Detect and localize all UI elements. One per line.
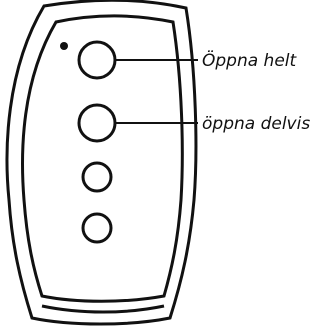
remote-outer-shell xyxy=(5,0,198,326)
button-3 xyxy=(81,161,113,193)
label-open-fully: Öppna helt xyxy=(202,49,298,71)
remote-inner-shell xyxy=(21,14,184,303)
button-1-open-fully xyxy=(77,40,117,80)
button-2-open-partially xyxy=(77,103,117,143)
button-4 xyxy=(81,212,113,244)
remote-bottom-rim xyxy=(41,304,165,314)
led-indicator-dot xyxy=(60,42,68,50)
label-open-partially: öppna delvis xyxy=(202,114,310,134)
